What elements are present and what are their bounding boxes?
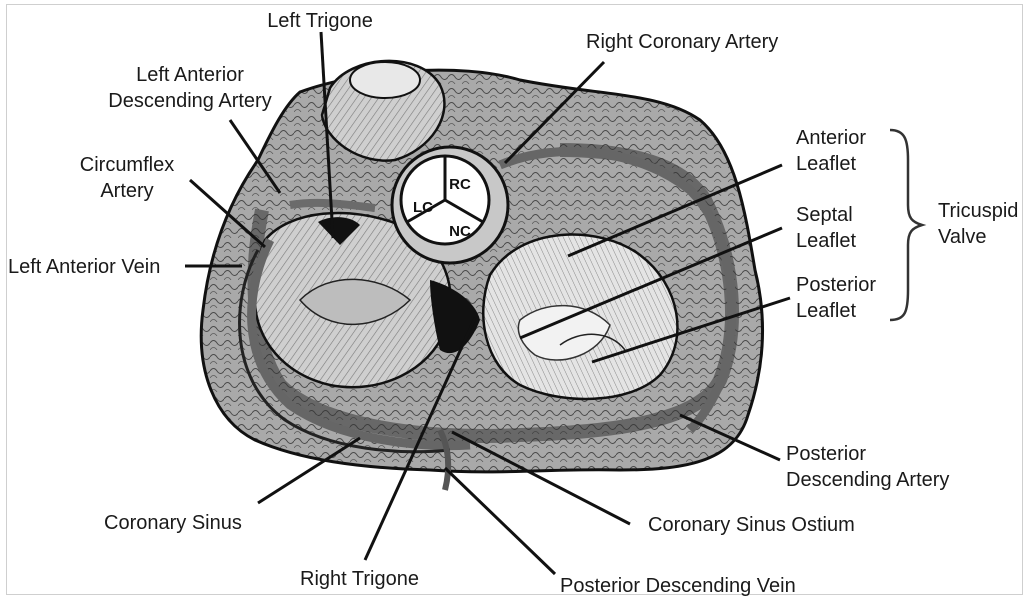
- coronary-sinus-ostium-label: Coronary Sinus Ostium: [648, 512, 855, 538]
- nc-cusp-label: NC: [449, 223, 471, 240]
- left-anterior-vein-label: Left Anterior Vein: [8, 254, 160, 280]
- right-trigone-label: Right Trigone: [300, 566, 419, 592]
- posterior-descending-vein-label: Posterior Descending Vein: [560, 573, 796, 599]
- right-coronary-artery-label: Right Coronary Artery: [586, 29, 778, 55]
- pda-line-1: Posterior: [786, 441, 949, 467]
- posterior-leaflet-line-1: Posterior: [796, 272, 876, 298]
- septal-leaflet-line-2: Leaflet: [796, 228, 856, 254]
- anterior-leaflet-line-1: Anterior: [796, 125, 866, 151]
- septal-leaflet-label: Septal Leaflet: [796, 202, 856, 254]
- lad-line-2: Descending Artery: [100, 88, 280, 114]
- lad-line-1: Left Anterior: [100, 62, 280, 88]
- septal-leaflet-line-1: Septal: [796, 202, 856, 228]
- coronary-sinus-label: Coronary Sinus: [104, 510, 242, 536]
- pda-line-2: Descending Artery: [786, 467, 949, 493]
- tricuspid-line-1: Tricuspid: [938, 198, 1018, 224]
- tricuspid-valve-label: Tricuspid Valve: [938, 198, 1018, 250]
- tricuspid-line-2: Valve: [938, 224, 1018, 250]
- anterior-leaflet-label: Anterior Leaflet: [796, 125, 866, 177]
- lc-cusp-label: LC: [413, 199, 433, 216]
- circumflex-artery-label: Circumflex Artery: [62, 152, 192, 204]
- circumflex-line-2: Artery: [62, 178, 192, 204]
- posterior-leaflet-line-2: Leaflet: [796, 298, 876, 324]
- tricuspid-brace: [890, 130, 922, 320]
- posterior-descending-vein-leader: [445, 468, 555, 574]
- posterior-leaflet-label: Posterior Leaflet: [796, 272, 876, 324]
- rc-cusp-label: RC: [449, 176, 471, 193]
- left-anterior-descending-artery-label: Left Anterior Descending Artery: [100, 62, 280, 114]
- posterior-descending-artery-label: Posterior Descending Artery: [786, 441, 949, 493]
- circumflex-line-1: Circumflex: [62, 152, 192, 178]
- anterior-leaflet-line-2: Leaflet: [796, 151, 866, 177]
- left-trigone-label: Left Trigone: [240, 8, 400, 34]
